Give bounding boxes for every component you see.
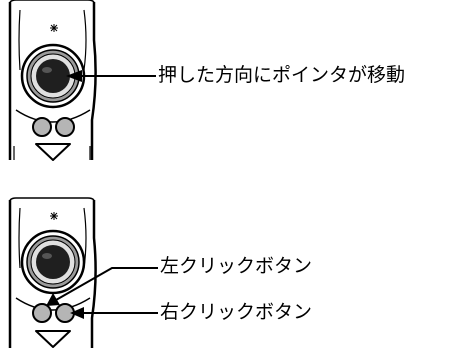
label-right-click: 右クリックボタン	[160, 301, 313, 323]
remote-top	[8, 0, 156, 161]
left-click-button-top	[32, 117, 52, 137]
sun-icon	[50, 212, 58, 220]
down-triangle-button-bottom	[35, 330, 71, 348]
right-click-button-top	[55, 117, 75, 137]
sun-icon	[50, 24, 58, 32]
joystick-stick	[36, 245, 70, 279]
left-click-button-bottom	[32, 303, 52, 323]
remote-bottom	[8, 197, 158, 348]
down-triangle-button-top	[35, 143, 71, 161]
joystick-stick	[36, 59, 70, 93]
remote-top-body	[8, 2, 97, 160]
label-pointer-move: 押した方向にポインタが移動	[158, 64, 406, 86]
label-left-click: 左クリックボタン	[160, 255, 313, 277]
